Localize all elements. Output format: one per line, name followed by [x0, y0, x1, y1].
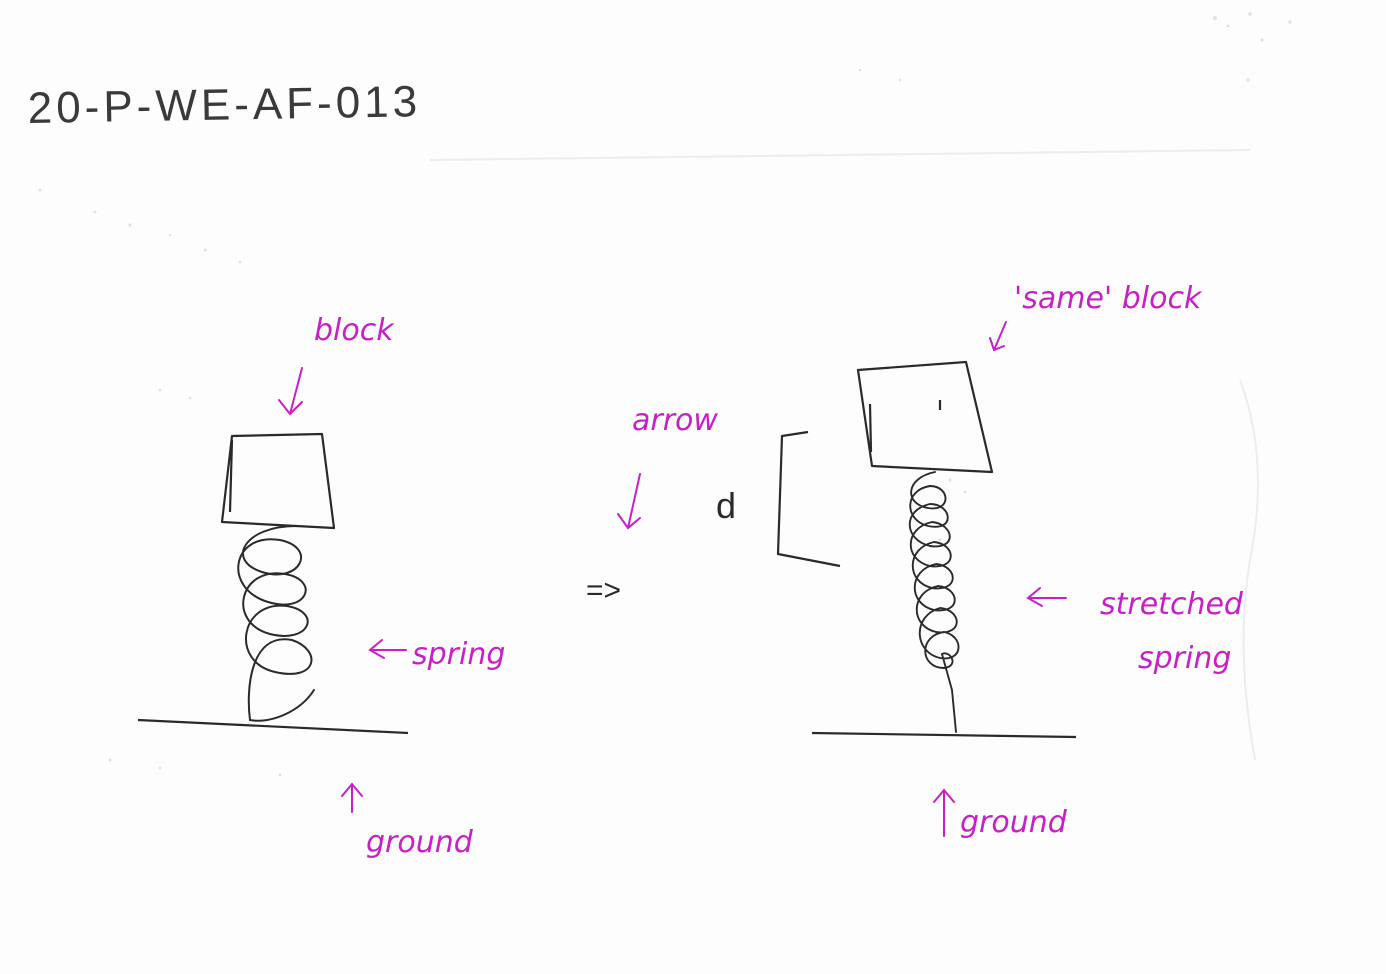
- left-spring: [237, 525, 315, 722]
- right-ground-arrow: [933, 788, 955, 837]
- right-spring: [908, 471, 960, 733]
- distance-label: d: [716, 485, 736, 526]
- right-ground-label: ground: [960, 805, 1068, 840]
- right-figure: 'same' block stretched spring ground: [811, 281, 1244, 840]
- left-ground-line: [137, 718, 409, 735]
- faint-background-line: [429, 149, 1251, 161]
- left-figure: block spring ground: [137, 313, 505, 860]
- left-block-arrow: [278, 367, 303, 416]
- right-block-arrow: [989, 321, 1007, 352]
- right-spring-label-line2: spring: [1138, 641, 1231, 676]
- left-spring-arrow: [368, 639, 407, 659]
- scan-smudges: [38, 12, 1292, 777]
- right-block: [856, 360, 994, 474]
- distance-bracket: [776, 430, 841, 568]
- left-block: [220, 432, 336, 530]
- right-ground-line: [811, 731, 1077, 739]
- left-ground-arrow: [341, 782, 363, 813]
- right-spring-arrow: [1026, 587, 1067, 607]
- arrow-label: arrow: [632, 403, 718, 438]
- faint-background-curve: [1239, 379, 1259, 761]
- middle-section: arrow => d: [586, 403, 841, 607]
- left-block-label: block: [314, 313, 395, 348]
- left-spring-label: spring: [412, 637, 505, 672]
- right-spring-label-line1: stretched: [1100, 587, 1244, 622]
- diagram-id: 20-P-WE-AF-013: [27, 77, 421, 133]
- left-ground-label: ground: [366, 825, 474, 860]
- right-block-label: 'same' block: [1014, 281, 1203, 316]
- arrow-symbol: =>: [586, 574, 621, 607]
- arrow-label-pointer: [617, 473, 641, 530]
